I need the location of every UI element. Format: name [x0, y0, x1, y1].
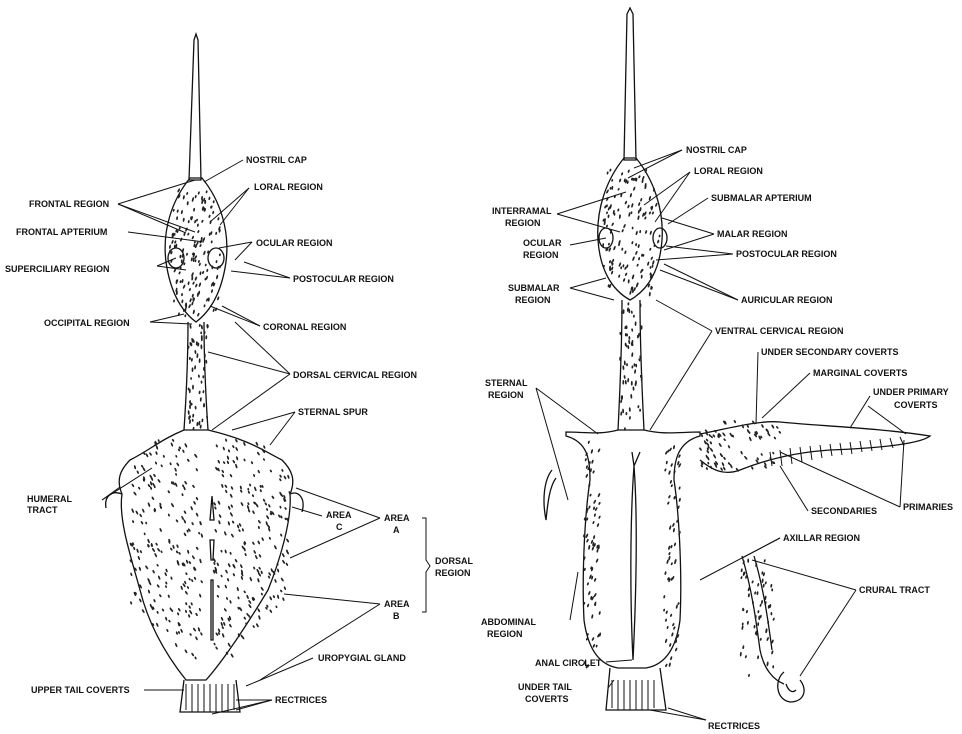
- dorsal-body: [119, 430, 293, 680]
- label-ventral-under-primary-coverts-1: UNDER PRIMARY: [873, 387, 949, 397]
- ventral-wing: [700, 422, 930, 473]
- label-dorsal-area-c-2: C: [336, 522, 343, 532]
- label-ventral-interramal-1: INTERRAMAL: [492, 206, 552, 216]
- ventral-tail-feathers: [612, 680, 654, 710]
- ventral-bill: [624, 8, 636, 160]
- label-dorsal-nostril-cap: NOSTRIL CAP: [246, 155, 307, 165]
- label-ventral-cervical-region: VENTRAL CERVICAL REGION: [715, 326, 844, 336]
- label-dorsal-humeral-tract-2: TRACT: [27, 505, 58, 515]
- label-dorsal-loral-region: LORAL REGION: [254, 182, 323, 192]
- dorsal-tail-feathers: [186, 684, 234, 712]
- label-dorsal-area-a-1: AREA: [384, 513, 410, 523]
- dorsal-feather-stipple: [129, 188, 291, 660]
- label-ventral-under-tail-coverts-1: UNDER TAIL: [518, 682, 572, 692]
- dorsal-labels: NOSTRIL CAP LORAL REGION FRONTAL REGION …: [5, 155, 474, 705]
- label-dorsal-coronal-region: CORONAL REGION: [263, 322, 346, 332]
- label-ventral-postocular-region: POSTOCULAR REGION: [736, 249, 837, 259]
- label-ventral-abdominal-2: REGION: [487, 629, 523, 639]
- label-ventral-loral-region: LORAL REGION: [694, 166, 763, 176]
- dorsal-midline-marks: [210, 496, 214, 640]
- label-ventral-ocular-2: REGION: [523, 250, 559, 260]
- label-dorsal-frontal-region: FRONTAL REGION: [29, 199, 109, 209]
- label-dorsal-uropygial-gland: UROPYGIAL GLAND: [318, 653, 406, 663]
- dorsal-neck: [184, 322, 208, 430]
- label-ventral-malar-region: MALAR REGION: [717, 229, 788, 239]
- label-ventral-anal-circlet: ANAL CIRCLET: [535, 658, 602, 668]
- ventral-foot: [778, 672, 804, 702]
- label-ventral-submalar-1: SUBMALAR: [508, 283, 560, 293]
- label-dorsal-upper-tail-coverts: UPPER TAIL COVERTS: [31, 685, 130, 695]
- label-ventral-nostril-cap: NOSTRIL CAP: [686, 145, 747, 155]
- label-ventral-submalar-apterium: SUBMALAR APTERIUM: [711, 193, 812, 203]
- label-dorsal-area-b-1: AREA: [384, 599, 410, 609]
- ventral-labels: NOSTRIL CAP LORAL REGION INTERRAMAL REGI…: [481, 145, 953, 731]
- label-ventral-secondaries: SECONDARIES: [811, 506, 877, 516]
- label-ventral-under-primary-coverts-2: COVERTS: [894, 400, 938, 410]
- label-ventral-marginal-coverts: MARGINAL COVERTS: [813, 368, 907, 378]
- ventral-keel: [631, 452, 640, 660]
- ventral-view: [544, 8, 930, 710]
- label-ventral-ocular-1: OCULAR: [523, 238, 562, 248]
- label-dorsal-superciliary-region: SUPERCILIARY REGION: [5, 264, 110, 274]
- label-ventral-crural-tract: CRURAL TRACT: [859, 585, 930, 595]
- label-ventral-primaries: PRIMARIES: [903, 502, 953, 512]
- label-ventral-axillar-region: AXILLAR REGION: [783, 533, 860, 543]
- ventral-wing-feathers: [770, 437, 904, 466]
- dorsal-right-eye: [208, 248, 224, 268]
- dorsal-bill: [189, 34, 201, 180]
- dorsal-view: [106, 34, 303, 712]
- label-ventral-under-tail-coverts-2: COVERTS: [525, 694, 569, 704]
- label-ventral-auricular-region: AURICULAR REGION: [741, 295, 833, 305]
- label-dorsal-humeral-tract-1: HUMERAL: [27, 494, 72, 504]
- label-dorsal-region-2: REGION: [435, 568, 471, 578]
- label-dorsal-area-c-1: AREA: [326, 510, 352, 520]
- dorsal-region-bracket: [422, 518, 430, 612]
- ventral-head: [598, 158, 663, 300]
- label-dorsal-frontal-apterium: FRONTAL APTERIUM: [16, 227, 107, 237]
- label-ventral-sternal-1: STERNAL: [485, 378, 528, 388]
- label-dorsal-area-a-2: A: [393, 525, 400, 535]
- label-dorsal-rectrices: RECTRICES: [275, 695, 327, 705]
- label-dorsal-postocular-region: POSTOCULAR REGION: [293, 274, 394, 284]
- label-ventral-sternal-2: REGION: [488, 390, 524, 400]
- label-dorsal-region-1: DORSAL: [435, 556, 474, 566]
- label-dorsal-sternal-spur: STERNAL SPUR: [298, 407, 368, 417]
- dorsal-right-wing-stub: [290, 493, 303, 512]
- label-ventral-abdominal-1: ABDOMINAL: [481, 617, 536, 627]
- label-ventral-under-secondary-coverts: UNDER SECONDARY COVERTS: [761, 347, 899, 357]
- label-dorsal-area-b-2: B: [393, 611, 400, 621]
- label-ventral-interramal-2: REGION: [505, 218, 541, 228]
- label-dorsal-occipital-region: OCCIPITAL REGION: [44, 318, 130, 328]
- label-dorsal-ocular-region: OCULAR REGION: [256, 238, 333, 248]
- label-dorsal-cervical-region: DORSAL CERVICAL REGION: [293, 370, 417, 380]
- ventral-left-wing-stub: [544, 470, 556, 520]
- label-ventral-submalar-2: REGION: [515, 295, 551, 305]
- label-ventral-rectrices: RECTRICES: [708, 721, 760, 731]
